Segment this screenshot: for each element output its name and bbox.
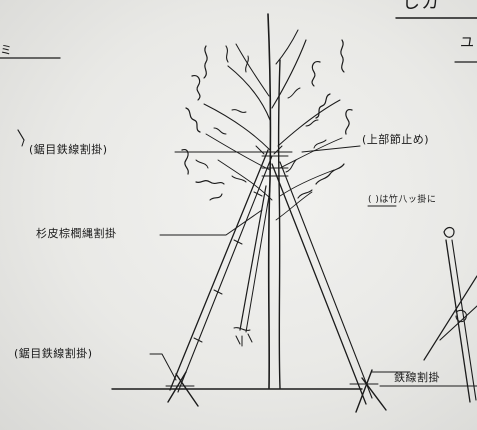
crown-outline-left (191, 75, 201, 101)
label-bark-rope: 杉皮棕櫚縄割掛 (36, 227, 117, 240)
stake-right (355, 369, 373, 413)
support-pole-left-tick (233, 239, 243, 245)
label-wire-lower: (鋸目鉄線割掛) (14, 347, 93, 360)
branch (235, 43, 270, 97)
crown-outline-left (225, 45, 229, 63)
tree-trunk-left (267, 13, 272, 389)
crown-outline-right (305, 119, 319, 127)
crown-outline-right (311, 61, 321, 87)
support-pole-right (271, 163, 367, 405)
bamboo-knot (455, 309, 467, 323)
crown-outline-right (315, 93, 331, 119)
branch (279, 169, 335, 197)
crown-outline-right (340, 39, 345, 73)
crown-outline-left (231, 175, 247, 183)
crown-outline-left (209, 193, 223, 201)
crown-outline-right (285, 159, 297, 173)
crown-outline-left (185, 107, 201, 133)
branch (203, 103, 271, 151)
branch (277, 99, 341, 147)
leader-top-stop (301, 145, 361, 153)
title-sub-fragment: ユ (460, 35, 475, 51)
label-top-stop: (上部節止め) (362, 133, 430, 146)
crown-outline-left (231, 109, 247, 113)
support-pole-inner (245, 189, 271, 333)
label-wire-upper: (鋸目鉄線割掛) (29, 143, 108, 156)
crown-outline-right (287, 87, 301, 99)
pole-foot-scribble (233, 327, 253, 347)
branch (227, 65, 271, 121)
branch (217, 159, 273, 201)
stake-left (175, 373, 199, 407)
support-pole-left (177, 155, 273, 393)
support-pole-left (169, 149, 269, 391)
label-bamboo-note: ( )は竹八ッ掛に (368, 195, 437, 205)
support-pole-right (279, 161, 373, 399)
support-pole-left-tick (193, 337, 203, 343)
leader-bark-rope (159, 209, 263, 236)
crown-outline-right (345, 109, 353, 135)
stake-right (361, 377, 387, 411)
left-tick-mark (17, 129, 25, 141)
support-pole-left-tick (253, 191, 263, 197)
crown-outline-left (195, 179, 225, 185)
branch (275, 29, 299, 65)
crown-outline-right (313, 139, 327, 149)
bamboo-pole-right-3 (439, 305, 477, 341)
crown-outline-left (181, 149, 189, 175)
title-fragment: しカ (402, 0, 440, 13)
stake-left (167, 371, 187, 403)
bamboo-loop (443, 226, 455, 238)
branch (205, 133, 271, 171)
left-tick-mark-2 (21, 139, 25, 147)
support-pole-left-tick (213, 289, 223, 295)
bamboo-pole-right-2 (423, 275, 477, 361)
branch (271, 39, 307, 109)
bamboo-pole-right (451, 239, 477, 401)
left-top-mark: ミ (0, 43, 13, 57)
trunk-binding-dash (255, 145, 283, 155)
crown-outline-left (245, 55, 249, 73)
crown-outline-right (315, 163, 345, 185)
label-wire-right: 鉄線割掛 (394, 371, 440, 384)
crown-outline-left (213, 127, 227, 135)
crown-outline-left (195, 159, 209, 169)
tree-trunk-right (277, 59, 281, 389)
branch (279, 137, 343, 169)
leader-wire-lower (149, 353, 177, 381)
crown-outline-right (297, 189, 313, 199)
branch (275, 191, 313, 221)
crown-outline-left (203, 45, 208, 79)
